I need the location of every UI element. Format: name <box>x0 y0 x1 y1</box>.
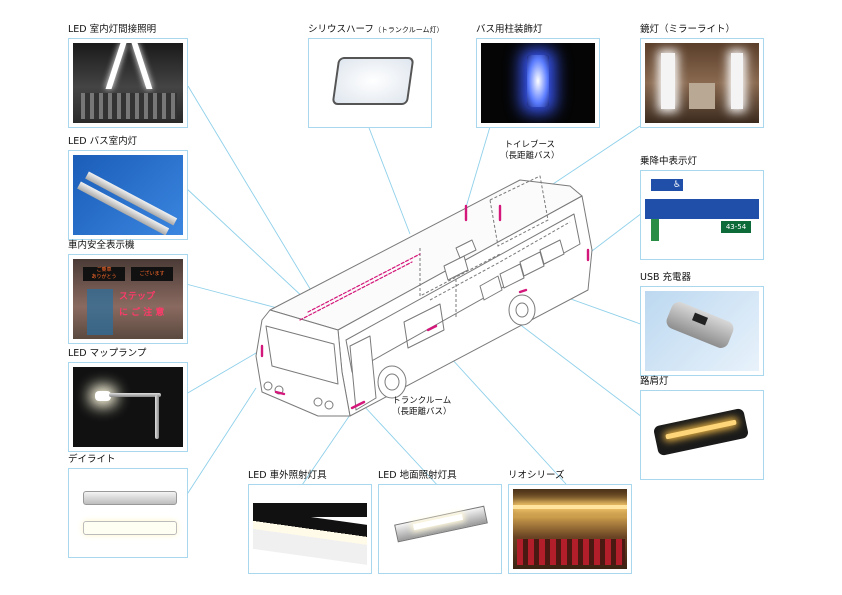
bus-outline <box>255 175 593 417</box>
photo-mirror <box>645 43 759 123</box>
product-boarding-label: 乗降中表示灯 <box>640 156 698 167</box>
photo-exterior <box>253 489 367 569</box>
callout-toilet: トイレブース （長距離バス） <box>500 140 560 162</box>
product-shoulder[interactable]: 路肩灯 <box>640 376 764 482</box>
product-bus-interior-label: LED バス室内灯 <box>68 136 138 147</box>
photo-safety-display: ご乗車 ありがとう ございます ステップ に ご 注 意 <box>73 259 183 339</box>
photo-map-lamp <box>73 367 183 447</box>
photo-boarding: ♿ 43-54 <box>645 175 759 255</box>
callout-toilet-line1: トイレブース <box>504 140 556 150</box>
product-exterior-label: LED 車外照射灯具 <box>248 470 327 481</box>
product-safety-display[interactable]: 車内安全表示機 ご乗車 ありがとう ございます ステップ に ご 注 意 <box>68 240 190 346</box>
product-map-lamp[interactable]: LED マップランプ <box>68 348 190 454</box>
product-mirror-label: 鏡灯（ミラーライト） <box>640 24 736 35</box>
product-exterior[interactable]: LED 車外照射灯具 <box>248 470 372 576</box>
product-shoulder-label: 路肩灯 <box>640 376 669 387</box>
photo-pillar <box>481 43 595 123</box>
photo-indirect <box>73 43 183 123</box>
usb-marker <box>518 288 528 294</box>
display-text-a: ご乗車 <box>96 267 112 273</box>
leader-line-indirect <box>187 85 319 303</box>
leader-line-bus-interior <box>185 187 307 301</box>
product-indirect[interactable]: LED 室内灯間接照明 <box>68 24 190 130</box>
product-sirius-half-name: シリウスハーフ <box>308 24 374 35</box>
headlight-right <box>313 397 323 407</box>
front-wheel-hub <box>384 373 400 391</box>
product-sirius-half-sub: （トランクルーム灯） <box>373 26 444 34</box>
photo-bus-interior <box>73 155 183 235</box>
product-safety-display-label: 車内安全表示機 <box>68 240 135 251</box>
leader-line-rio <box>439 345 567 485</box>
photo-daylight <box>73 473 183 553</box>
leader-line-boarding <box>587 209 647 255</box>
product-map-lamp-label: LED マップランプ <box>68 348 147 359</box>
product-indirect-label: LED 室内灯間接照明 <box>68 24 157 35</box>
wheelchair-icon: ♿ <box>671 179 683 191</box>
product-usb-label: USB 充電器 <box>640 272 692 283</box>
product-ground[interactable]: LED 地面照射灯具 <box>378 470 502 576</box>
bus-windows <box>345 213 581 373</box>
product-boarding[interactable]: 乗降中表示灯 ♿ 43-54 <box>640 156 764 262</box>
headlight-left <box>263 381 273 391</box>
display-text-e: に ご 注 意 <box>119 308 165 318</box>
product-daylight[interactable]: デイライト <box>68 454 190 560</box>
photo-ground <box>383 489 497 569</box>
photo-usb <box>645 291 759 371</box>
leader-line-mirror <box>543 125 641 191</box>
leader-line-shoulder <box>513 319 647 421</box>
headlight-right-2 <box>324 400 334 410</box>
display-text-b: ありがとう <box>91 274 117 280</box>
rear-wheel-hub <box>515 302 529 318</box>
product-pillar[interactable]: バス用柱装飾灯 <box>476 24 600 130</box>
bus-door <box>349 335 377 411</box>
trunk-marker <box>426 324 438 332</box>
product-ground-label: LED 地面照射灯具 <box>378 470 457 481</box>
seats <box>443 239 565 301</box>
product-sirius-half-label: シリウスハーフ（トランクルーム灯） <box>308 24 444 36</box>
trunk-room <box>403 303 445 349</box>
leader-line-exterior <box>299 411 353 489</box>
callout-trunk-line2: （長距離バス） <box>392 407 452 417</box>
indirect-light-line <box>299 261 413 321</box>
product-rio[interactable]: リオシリーズ <box>508 470 632 576</box>
exterior-marker <box>350 400 366 410</box>
photo-sirius-half <box>313 43 427 123</box>
display-text-d: ステップ <box>119 292 156 302</box>
photo-shoulder <box>645 395 759 475</box>
product-sirius-half[interactable]: シリウスハーフ（トランクルーム灯） <box>308 24 444 130</box>
leader-line-sirius <box>365 119 411 235</box>
product-mirror[interactable]: 鏡灯（ミラーライト） <box>640 24 764 130</box>
callout-trunk: トランクルーム （長距離バス） <box>392 396 452 418</box>
leader-lines <box>185 85 647 497</box>
product-daylight-label: デイライト <box>68 454 116 465</box>
step-marker <box>274 390 286 396</box>
photo-rio <box>513 489 627 569</box>
callout-trunk-line1: トランクルーム <box>392 396 452 406</box>
product-bus-interior[interactable]: LED バス室内灯 <box>68 136 190 242</box>
callout-toilet-line2: （長距離バス） <box>500 151 560 161</box>
cutaway-lines <box>419 221 571 318</box>
bus-windshield <box>265 325 339 385</box>
product-usb[interactable]: USB 充電器 <box>640 272 764 378</box>
display-text-c: ございます <box>131 267 173 281</box>
light-markers <box>260 204 590 410</box>
leader-line-ground <box>363 405 441 489</box>
license-plate: 43-54 <box>721 221 751 233</box>
leader-line-pillar <box>463 119 493 215</box>
leader-line-daylight <box>185 387 257 497</box>
leader-line-map-lamp <box>185 345 269 395</box>
indirect-light-line-2 <box>307 253 421 313</box>
product-pillar-label: バス用柱装飾灯 <box>476 24 543 35</box>
product-rio-label: リオシリーズ <box>508 470 565 481</box>
toilet-booth <box>489 175 549 247</box>
